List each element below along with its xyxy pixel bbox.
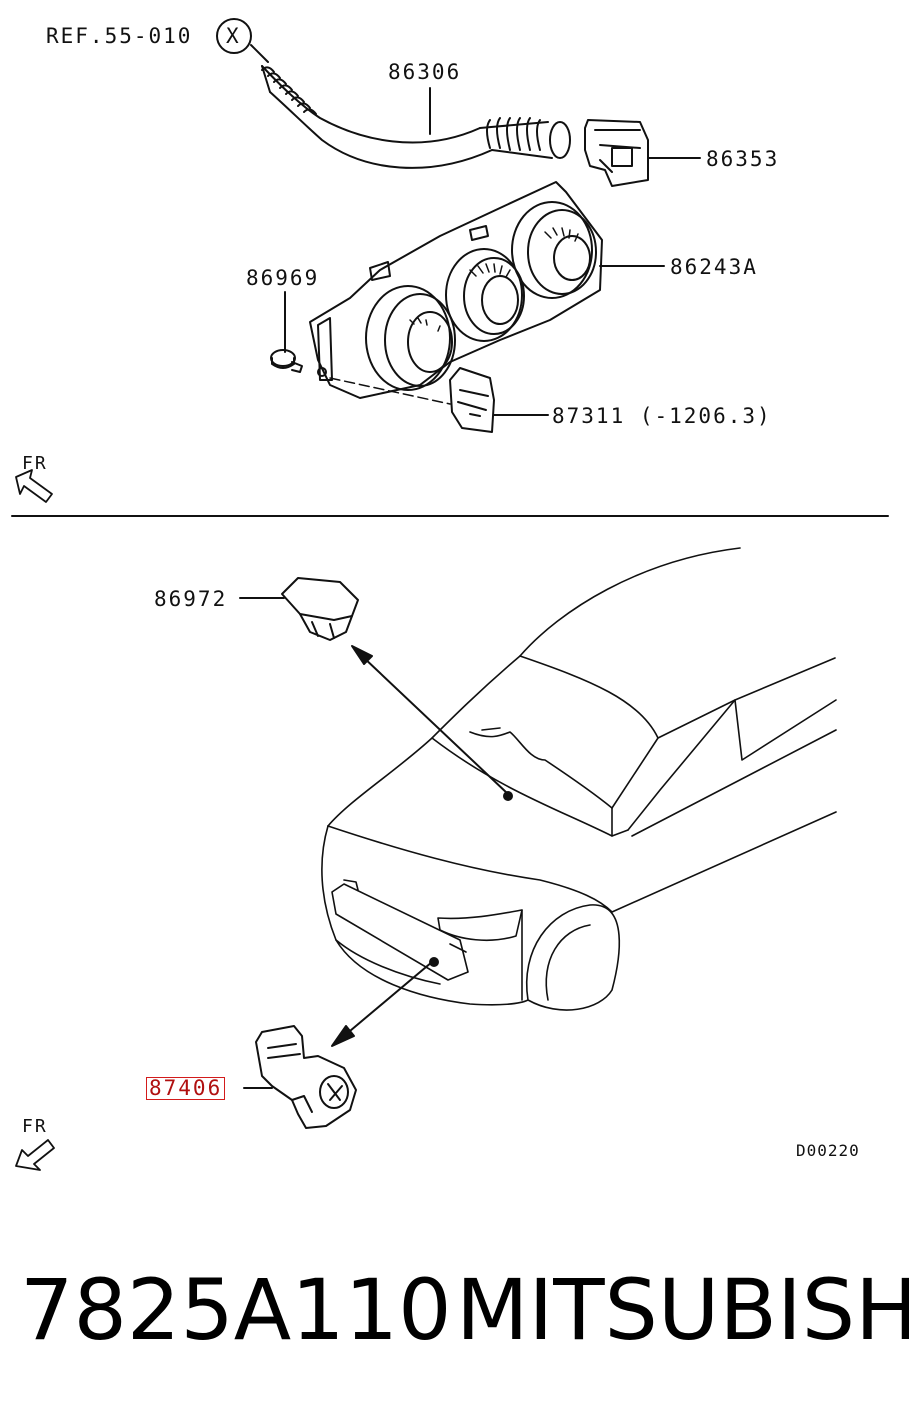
part-label-86972[interactable]: 86972: [154, 587, 228, 611]
footer-brand: MITSUBISHI: [456, 1261, 909, 1359]
ref-circle-letter: X: [226, 24, 241, 48]
part-label-87406-highlighted[interactable]: 87406: [146, 1077, 226, 1100]
footer-part-number: 7825A110: [20, 1261, 452, 1359]
part-label-86243A[interactable]: 86243A: [670, 255, 758, 279]
part-label-86306[interactable]: 86306: [388, 60, 462, 84]
sensor-cover-86972: [281, 577, 359, 641]
control-panel-86243A: [309, 181, 603, 399]
ambient-sensor-87406: [255, 1025, 357, 1129]
part-label-86353[interactable]: 86353: [706, 147, 780, 171]
fr-arrow-bottom-icon: [15, 1139, 55, 1171]
sensor-87311: [449, 367, 495, 433]
part-label-87311[interactable]: 87311 (-1206.3): [552, 404, 772, 428]
fr-label-top: FR: [22, 453, 48, 474]
ref-circle-icon: [216, 18, 252, 54]
car-outline: [321, 547, 837, 1011]
screw-86969: [270, 349, 303, 373]
diagram-code: D00220: [796, 1141, 860, 1160]
connector-86353: [584, 119, 649, 187]
fr-arrow-top-icon: [15, 469, 53, 503]
fr-label-bottom: FR: [22, 1116, 48, 1137]
part-label-86969[interactable]: 86969: [246, 266, 320, 290]
duct-hose-86306: [261, 65, 571, 169]
ref-label: REF.55-010: [46, 24, 193, 48]
